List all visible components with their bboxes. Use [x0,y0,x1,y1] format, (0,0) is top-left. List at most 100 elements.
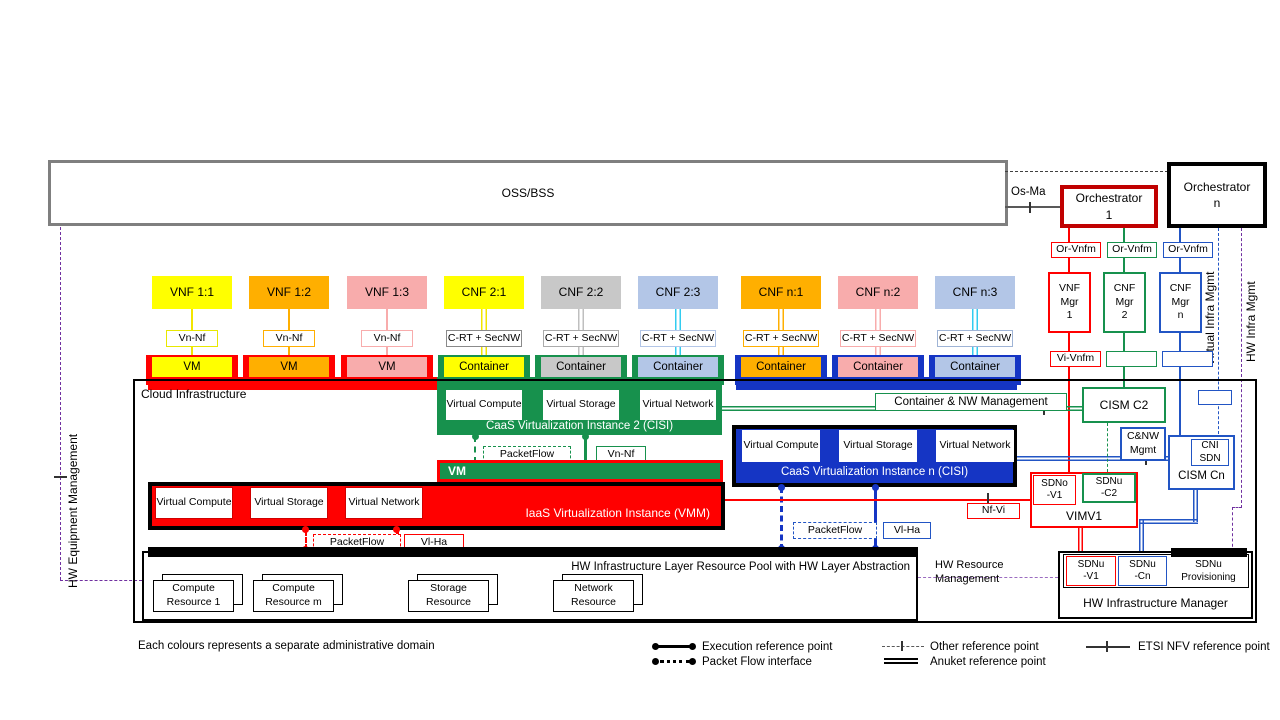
other-reference-glyph [882,646,924,647]
reference-line [875,309,881,330]
reference-line [288,347,290,357]
other-reference-line-top [1005,171,1168,172]
unit-box-container: Container [541,357,621,377]
anuket-reference-glyph [884,658,918,664]
nf-vi-label: Nf-Vi [967,503,1020,519]
hw-infra-mgmt-label: HW Infra Mgmt [1244,281,1258,362]
iaas-virtual-compute: Virtual Compute [155,487,233,519]
reference-line [386,347,388,357]
execution-reference-glyph [689,643,696,650]
reference-line [778,347,784,357]
execution-reference-glyph [652,643,659,650]
reference-line [578,309,584,330]
vl-ha-label-red: Vl-Ha [404,534,464,551]
legend-label-etsi: ETSI NFV reference point [1138,641,1270,653]
resource-box: Compute Resource m [253,580,334,612]
execution-point-dot [472,433,479,440]
hw-pool-title: HW Infrastructure Layer Resource Pool wi… [571,561,910,573]
reference-line [191,347,193,357]
packet-flow-dot [778,484,785,491]
reference-line [972,309,978,330]
nf-box-cnf-n-3: CNF n:3 [935,276,1015,309]
reference-line [972,347,978,357]
execution-point-dot [582,433,589,440]
hw-equipment-mgmt-line-vertical [60,227,61,580]
sdno-v1-box: SDNo -V1 [1033,475,1076,505]
nf-box-vnf-1-2: VNF 1:2 [249,276,329,309]
vnf-manager-1-box: VNF Mgr 1 [1048,272,1091,333]
admin-domain-note: Each colours represents a separate admin… [138,640,435,652]
vim-sdnu-line [1078,528,1083,556]
sdnu-c2-box: SDNu -C2 [1082,473,1136,503]
iaas-virtual-network: Virtual Network [345,487,423,519]
unit-box-container: Container [935,357,1015,377]
caas2-virtual-storage: Virtual Storage [543,390,619,420]
caasn-virtual-network: Virtual Network [936,430,1014,462]
execution-point-dot [393,526,400,533]
cism-sdnu-line-h [1139,519,1198,524]
vi-vnfm-label: Vi-Vnfm [1050,351,1101,367]
etsi-reference-glyph [1086,646,1130,648]
legend-label-packet-flow: Packet Flow interface [702,656,812,668]
orchestrator-n-box: Orchestrator n [1167,162,1267,228]
caasn-virtual-storage: Virtual Storage [839,430,917,462]
sdnu-cn-box: SDNu -Cn [1118,556,1167,586]
packet-flow-glyph [652,658,659,665]
iaas-title: IaaS Virtualization Instance (VMM) [525,506,710,520]
reference-point-label: C-RT + SecNW [743,330,819,347]
execution-point-dot [872,484,879,491]
cism-c2-box: CISM C2 [1082,387,1166,423]
unit-box-container: Container [838,357,918,377]
reference-point-label: C-RT + SecNW [543,330,619,347]
unit-box-container: Container [444,357,524,377]
container-nw-mgmt-label: Container & NW Management [875,393,1067,411]
reference-point-label: C-RT + SecNW [840,330,916,347]
caas2-virtual-network: Virtual Network [640,390,716,420]
hw-equipment-mgmt-label: HW Equipment Management [66,433,80,588]
reference-line [386,309,388,330]
anuket-line-blue [1017,456,1168,461]
caasn-virtual-compute: Virtual Compute [742,430,820,462]
hw-infra-mgmt-line [1241,228,1242,508]
nf-box-vnf-1-3: VNF 1:3 [347,276,427,309]
orchestrator-1-box: Orchestrator 1 [1060,185,1158,228]
packet-flow-line-red [305,530,307,550]
reference-line [288,309,290,330]
iaas-virtual-storage: Virtual Storage [250,487,328,519]
cism-sdnu-line-v1 [1193,490,1198,522]
sdnu-v1-box: SDNu -V1 [1066,556,1116,586]
reference-point-label: C-RT + SecNW [937,330,1013,347]
reference-point-label: C-RT + SecNW [446,330,522,347]
reference-line [778,309,784,330]
oss-bss-label: OSS/BSS [501,185,555,200]
vm-bar-label: VM [448,464,466,478]
caasn-title: CaaS Virtualization Instance n (CISI) [780,466,969,479]
unit-box-vm: VM [152,357,232,377]
packet-flow-label-red: PacketFlow [313,534,401,551]
nf-box-vnf-1-1: VNF 1:1 [152,276,232,309]
hw-infra-mgmt-line-jog [1232,507,1242,508]
or-vnfm-label-cnf2: Or-Vnfm [1107,242,1157,258]
reference-point-label: C-RT + SecNW [640,330,716,347]
other-reference-glyph [901,641,903,651]
os-ma-line [1005,206,1060,208]
hw-resource-mgmt-line [918,577,1058,578]
iaas-box [148,482,725,530]
cism-sdnu-line-v2 [1139,519,1144,556]
cloud-infrastructure-label: Cloud Infrastructure [141,387,247,401]
cnf-manager-n-box: CNF Mgr n [1159,272,1202,333]
nf-box-cnf-2-2: CNF 2:2 [541,276,621,309]
etsi-tick [1029,202,1031,213]
or-vnfm-label-vnf: Or-Vnfm [1051,242,1101,258]
packet-flow-glyph [660,660,690,663]
oss-bss-box: OSS/BSS [48,160,1008,226]
reference-line [578,347,584,357]
or-vnfm-label-cnfn: Or-Vnfm [1163,242,1213,258]
hw-equipment-mgmt-line-horizontal [60,580,142,581]
vn-nf-label-green: Vn-Nf [596,446,646,463]
nf-box-cnf-2-3: CNF 2:3 [638,276,718,309]
packet-flow-line-blue [780,487,783,550]
cnw-mgmt-box: C&NW Mgmt [1120,427,1166,461]
vimv1-label: VIMV1 [1065,508,1102,523]
unit-box-vm: VM [347,357,427,377]
